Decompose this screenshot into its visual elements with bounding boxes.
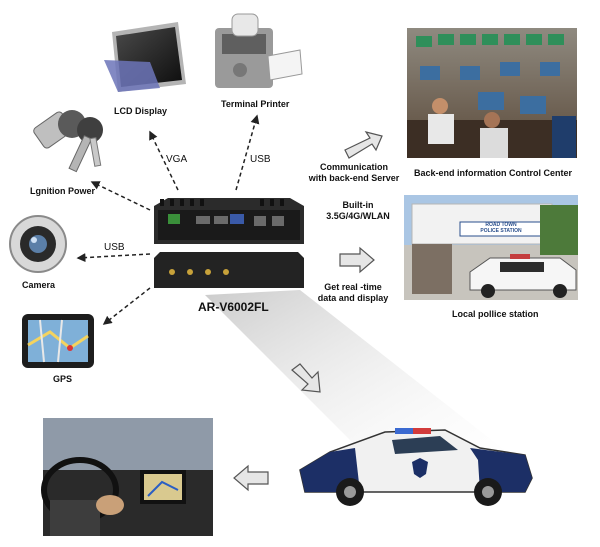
block-arrows [233, 131, 383, 492]
police-car-image [299, 428, 533, 506]
police-station-photo [404, 195, 578, 300]
arrow-to-dashboard [233, 464, 269, 492]
server-link-line1: Communication [319, 162, 388, 172]
arrow-to-camera [76, 253, 151, 263]
police-station-sign: ROAD TOWN POLICE STATION [462, 222, 540, 234]
printer-usb-label: USB [250, 154, 271, 165]
camera-label: Camera [22, 280, 56, 290]
arrow-to-police-station [339, 246, 375, 274]
lcd-display-image [104, 22, 186, 92]
realtime-line1: Get real -time [324, 282, 382, 292]
control-center-photo [407, 28, 577, 158]
vga-interface-label: VGA [166, 154, 188, 165]
dashboard-photo [41, 418, 213, 536]
terminal-printer-image [215, 13, 303, 88]
server-link-label: Communication with back-end Server [302, 162, 406, 184]
arrow-to-lcd [149, 130, 179, 191]
arrow-to-printer [235, 114, 260, 191]
police-station-label: Local pollice station [452, 309, 539, 319]
arrow-to-police-car [291, 363, 321, 393]
gps-image [22, 314, 94, 368]
control-center-label: Back-end information Control Center [414, 168, 573, 178]
arrow-to-gps [102, 287, 151, 325]
wireless-line1: Built-in [342, 200, 374, 210]
realtime-label: Get real -time data and display [312, 282, 394, 304]
ignition-power-label: Lgnition Power [30, 186, 95, 196]
gps-label: GPS [53, 374, 73, 384]
ignition-keys-image [33, 110, 103, 173]
device-image [154, 198, 304, 288]
dashed-connectors [76, 114, 260, 325]
camera-image [9, 215, 67, 273]
wireless-line2: 3.5G/4G/WLAN [326, 211, 390, 221]
arrow-to-ignition [90, 181, 151, 211]
police-sign-line2: POLICE STATION [480, 228, 522, 234]
camera-usb-label: USB [104, 242, 125, 253]
arrow-to-control-center [344, 131, 383, 159]
police-sign-line1: ROAD TOWN [485, 222, 517, 228]
device-model-label: AR-V6002FL [198, 300, 269, 314]
wireless-label: Built-in 3.5G/4G/WLAN [318, 200, 398, 222]
terminal-printer-label: Terminal Printer [221, 99, 290, 109]
lcd-display-label: LCD Display [114, 106, 168, 116]
server-link-line2: with back-end Server [308, 173, 400, 183]
realtime-line2: data and display [317, 293, 389, 303]
